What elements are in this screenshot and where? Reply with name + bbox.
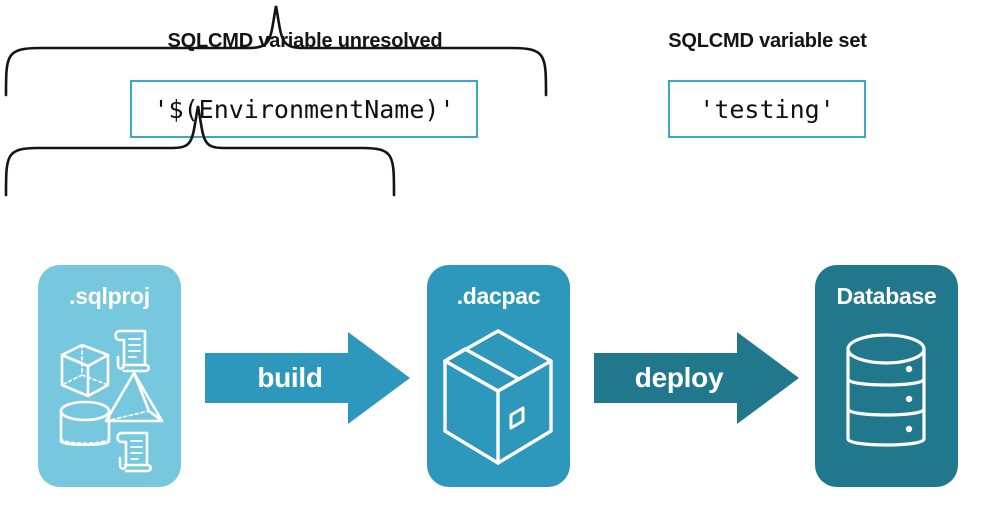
dacpac-artwork [443,329,553,465]
scroll-icon [114,329,151,373]
scroll-icon [116,431,153,473]
sqlcmd-value-set: 'testing' [668,80,866,138]
column-label-unresolved: SQLCMD variable unresolved [167,30,443,52]
database-cylinder-icon [846,333,926,447]
column-label-set: SQLCMD variable set [668,30,867,52]
stage-box-dacpac: .dacpac [427,265,570,487]
arrow-deploy: deploy [594,332,799,424]
brace-right-svg [4,105,396,197]
cube-icon [60,343,110,398]
stage-title-dacpac: .dacpac [456,283,541,309]
brace-left [0,0,552,100]
sqlcmd-value-unresolved: '$(EnvironmentName)' [130,80,478,138]
brace-right [0,100,400,200]
stage-title-sqlproj: .sqlproj [69,283,150,309]
arrow-build-shape [205,332,410,424]
brace-left-svg [4,5,548,97]
pyramid-icon [104,371,164,423]
arrow-deploy-shape [594,332,799,424]
stage-box-sqlproj: .sqlproj [38,265,181,487]
arrow-build: build [205,332,410,424]
database-artwork [846,333,926,447]
cylinder-icon [59,400,111,447]
stage-box-database: Database [815,265,958,487]
stage-title-database: Database [836,283,937,309]
package-box-icon [443,329,553,465]
sqlproj-artwork [59,329,164,473]
